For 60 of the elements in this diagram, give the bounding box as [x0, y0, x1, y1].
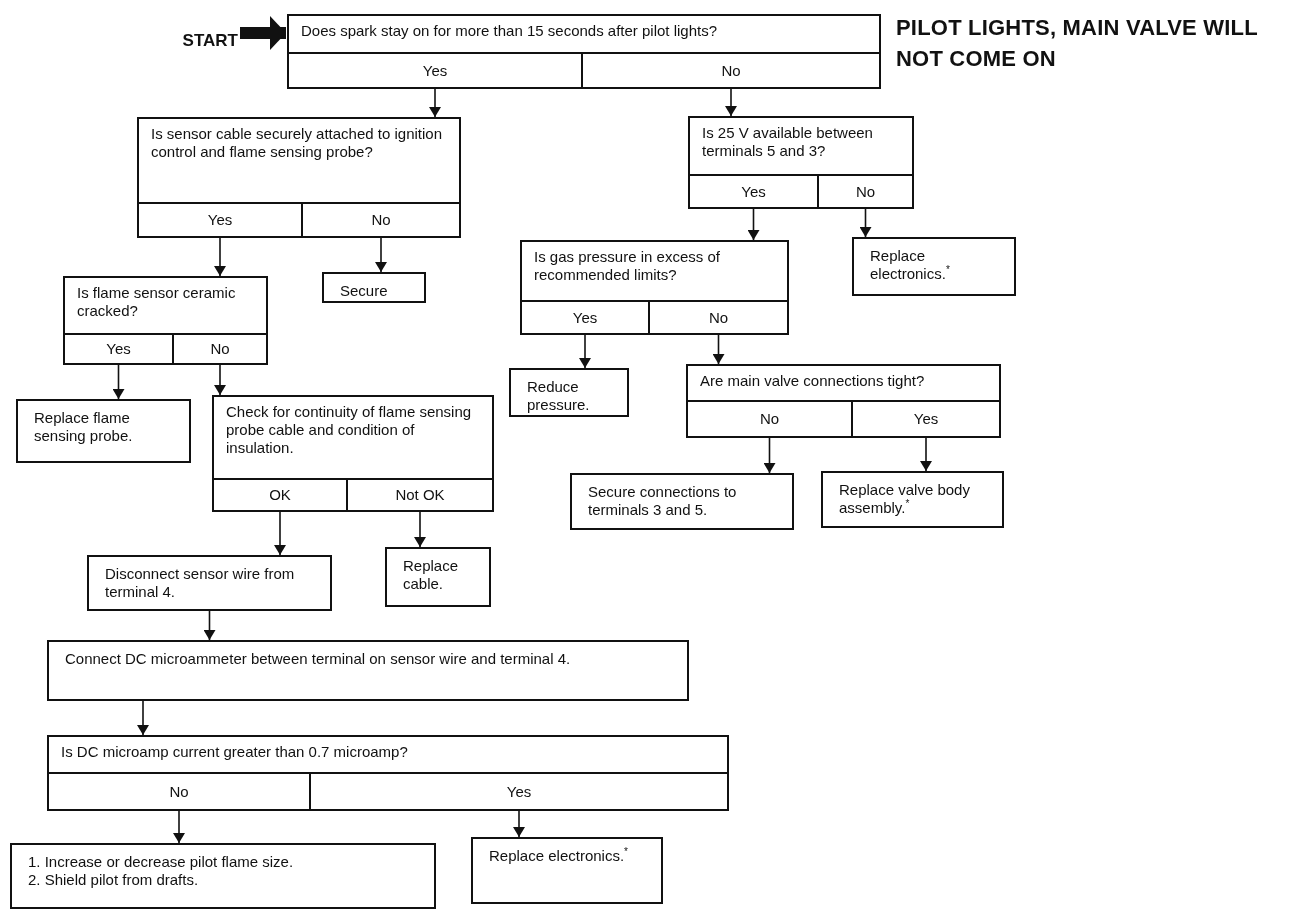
action-text: Secure connections to terminals 3 and 5. — [588, 483, 738, 519]
decision-box — [287, 14, 881, 89]
arrow — [513, 810, 525, 838]
arrow — [137, 700, 149, 736]
arrow — [712, 334, 725, 365]
arrow — [725, 88, 737, 117]
decision-box — [520, 240, 789, 335]
question-text: Does spark stay on for more than 15 seconds after pilot lights? — [301, 22, 719, 40]
arrow — [579, 334, 591, 369]
question-text: Check for continuity of flame sensing probe cable and condition of insulation. — [226, 403, 473, 457]
arrow — [274, 511, 286, 556]
action-text: Secure — [340, 282, 389, 300]
action-text: Replace electronics.$^{*}$ — [870, 247, 951, 283]
list-item-text: 2. Shield pilot from drafts. — [28, 871, 200, 889]
list-item-text: 1. Increase or decrease pilot flame size. — [28, 853, 295, 871]
start-label: START — [160, 28, 238, 54]
diagram-title: PILOT LIGHTS, MAIN VALVE WILL NOT COME ON — [896, 14, 1259, 73]
question-text: Is sensor cable securely attached to ignition control and flame sensing probe? — [151, 125, 443, 161]
action-text: Replace valve body assembly.$^{*}$ — [839, 481, 971, 517]
arrow — [414, 511, 426, 548]
arrow — [214, 364, 226, 396]
decision-box — [47, 735, 729, 811]
arrow — [173, 810, 185, 844]
action-box — [852, 237, 1016, 296]
arrow — [429, 88, 441, 118]
arrow — [203, 610, 216, 641]
block-arrow — [240, 16, 286, 50]
decision-box — [688, 116, 914, 209]
action-text: Replace electronics.$^{*}$ — [489, 847, 629, 865]
arrow — [920, 437, 932, 472]
arrow — [763, 437, 776, 474]
arrow — [859, 208, 872, 238]
arrow — [112, 364, 125, 400]
action-box — [16, 399, 191, 463]
decision-box — [137, 117, 461, 238]
question-text: Are main valve connections tight? — [700, 372, 926, 390]
action-box — [10, 843, 436, 909]
action-box — [821, 471, 1004, 528]
question-text: Is 25 V available between terminals 5 and 3? — [702, 124, 874, 160]
action-box — [87, 555, 332, 611]
action-box — [509, 368, 629, 417]
action-text: Reduce pressure. — [527, 378, 591, 414]
arrow — [375, 237, 387, 273]
arrow — [747, 208, 760, 241]
arrow — [214, 237, 226, 277]
action-box — [570, 473, 794, 530]
question-text: Is flame sensor ceramic cracked? — [77, 284, 237, 320]
question-text: Is gas pressure in excess of recommended limits? — [534, 248, 721, 284]
action-box — [385, 547, 491, 607]
action-box — [47, 640, 689, 701]
action-text: Disconnect sensor wire from terminal 4. — [105, 565, 296, 601]
decision-box — [212, 395, 494, 512]
action-text: Replace cable. — [403, 557, 460, 593]
action-text: Connect DC microammeter between terminal on sensor wire and terminal 4. — [65, 650, 572, 668]
action-box — [322, 272, 426, 303]
action-box — [471, 837, 663, 904]
decision-box — [63, 276, 268, 365]
action-text: Replace flame sensing probe. — [34, 409, 134, 445]
decision-box — [686, 364, 1001, 438]
question-text: Is DC microamp current greater than 0.7 microamp? — [61, 743, 409, 761]
